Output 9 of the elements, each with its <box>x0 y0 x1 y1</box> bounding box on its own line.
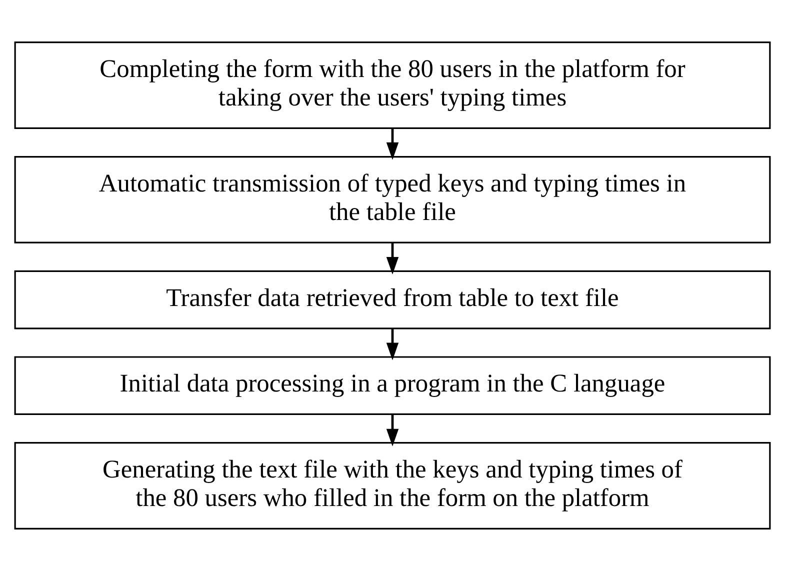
arrow <box>386 128 399 160</box>
node-box: Automatic transmission of typed keys and typing times in the table file <box>14 156 771 244</box>
node-box: Generating the text file with the keys and typing times of the 80 users who filled in the form on the platform <box>14 442 771 530</box>
arrow <box>386 328 399 360</box>
node-box: Initial data processing in a program in the C language <box>14 356 771 416</box>
arrow <box>386 242 399 274</box>
node-box: Transfer data retrieved from table to text file <box>14 270 771 330</box>
node-box: Completing the form with the 80 users in the platform for taking over the users' typing times <box>14 42 771 129</box>
arrow <box>386 414 399 446</box>
